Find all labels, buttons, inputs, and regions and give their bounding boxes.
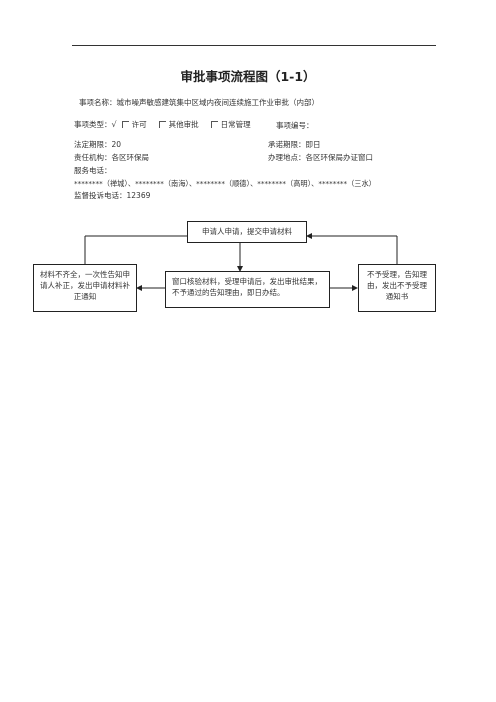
promised-period: 承诺期限：即日 <box>268 140 321 149</box>
authority: 责任机构：各区环保局 <box>74 153 149 162</box>
checkbox-icon[interactable] <box>121 121 129 128</box>
district-phones: ********（禅城）、********（南海）、********（顺德）、*… <box>74 179 376 188</box>
location: 办理地点：各区环保局办证窗口 <box>268 153 373 162</box>
legal-period: 法定期限：20 <box>74 140 122 149</box>
check-mark-icon: √ <box>111 120 117 129</box>
flow-incomplete-box: 材料不齐全，一次性告知申请人补正，发出申请材料补正通知 <box>33 264 137 312</box>
type-option-daily: 日常管理 <box>220 120 251 129</box>
page-title: 审批事项流程图（1-1） <box>180 69 316 84</box>
item-type-label: 事项类型： <box>74 120 112 129</box>
complaint-phone: 监督投诉电话：12369 <box>74 191 151 200</box>
item-name: 事项名称：城市噪声敏感建筑集中区域内夜间连续施工作业审批（内部） <box>79 98 319 107</box>
checkbox-icon[interactable] <box>158 121 166 128</box>
flow-incomplete-text: 材料不齐全，一次性告知申请人补正，发出申请材料补正通知 <box>40 270 130 301</box>
checkbox-icon[interactable] <box>210 121 218 128</box>
flow-reject-box: 不予受理，告知理由，发出不予受理通知书 <box>358 264 436 312</box>
item-type-row: 事项类型：√ 许可 其他审批 日常管理 <box>74 120 251 130</box>
type-option-license: 许可 <box>131 120 147 129</box>
service-phone: 服务电话： <box>74 166 112 175</box>
flow-review-text: 窗口核验材料，受理申请后，发出审批结果，不予通过的告知理由，即日办结。 <box>172 277 322 297</box>
flow-apply-box: 申请人申请，提交申请材料 <box>187 221 307 243</box>
flow-reject-text: 不予受理，告知理由，发出不予受理通知书 <box>367 270 427 301</box>
header-rule <box>72 45 436 46</box>
item-number: 事项编号： <box>276 121 314 130</box>
flow-apply-text: 申请人申请，提交申请材料 <box>202 227 292 236</box>
type-option-other: 其他审批 <box>168 120 199 129</box>
flow-review-box: 窗口核验材料，受理申请后，发出审批结果，不予通过的告知理由，即日办结。 <box>165 271 330 308</box>
